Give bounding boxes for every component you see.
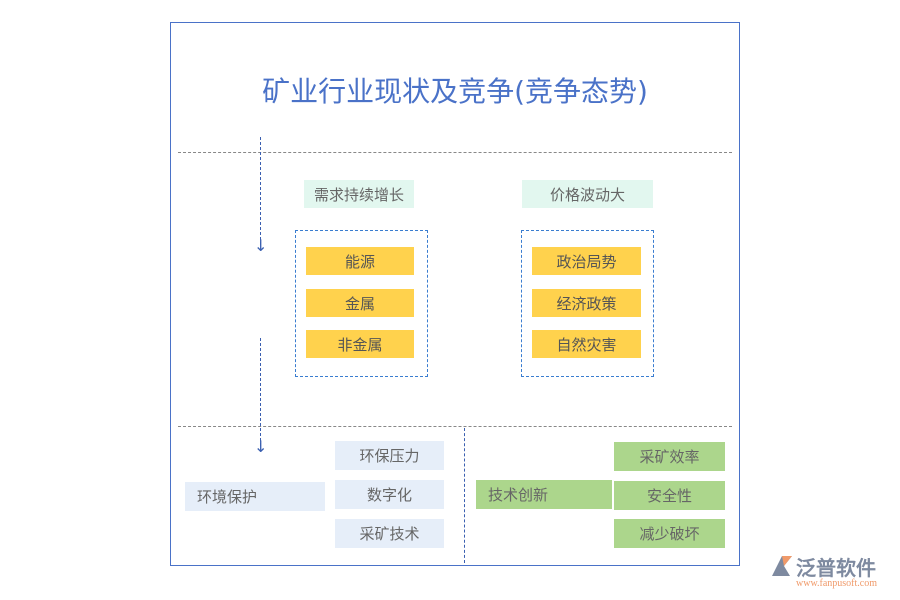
root-innovation: 技术创新 [476,480,612,509]
item-reduce-damage: 减少破坏 [614,519,725,548]
item-politics: 政治局势 [532,247,641,275]
item-mining-tech: 采矿技术 [335,519,444,548]
divider-vertical [464,428,465,563]
group-demand [295,230,428,377]
flow-line-2 [260,338,261,446]
item-env-pressure: 环保压力 [335,441,444,470]
item-metal: 金属 [306,289,414,317]
arrow-down-icon: ↓ [254,236,268,255]
divider-top [178,152,732,153]
flow-line-1 [260,137,261,245]
item-efficiency: 采矿效率 [614,442,725,471]
item-disaster: 自然灾害 [532,330,641,358]
page-title: 矿业行业现状及竞争(竞争态势) [262,75,648,108]
header-price: 价格波动大 [522,180,653,208]
diagram-frame [170,22,740,566]
arrow-down-icon: ↓ [254,437,268,456]
logo-icon [772,556,792,576]
root-environment: 环境保护 [185,482,325,511]
item-digital: 数字化 [335,480,444,509]
item-nonmetal: 非金属 [306,330,414,358]
group-price [521,230,654,377]
item-safety: 安全性 [614,481,725,510]
header-demand: 需求持续增长 [304,180,414,208]
divider-bottom [178,426,732,427]
item-economy: 经济政策 [532,289,641,317]
item-energy: 能源 [306,247,414,275]
